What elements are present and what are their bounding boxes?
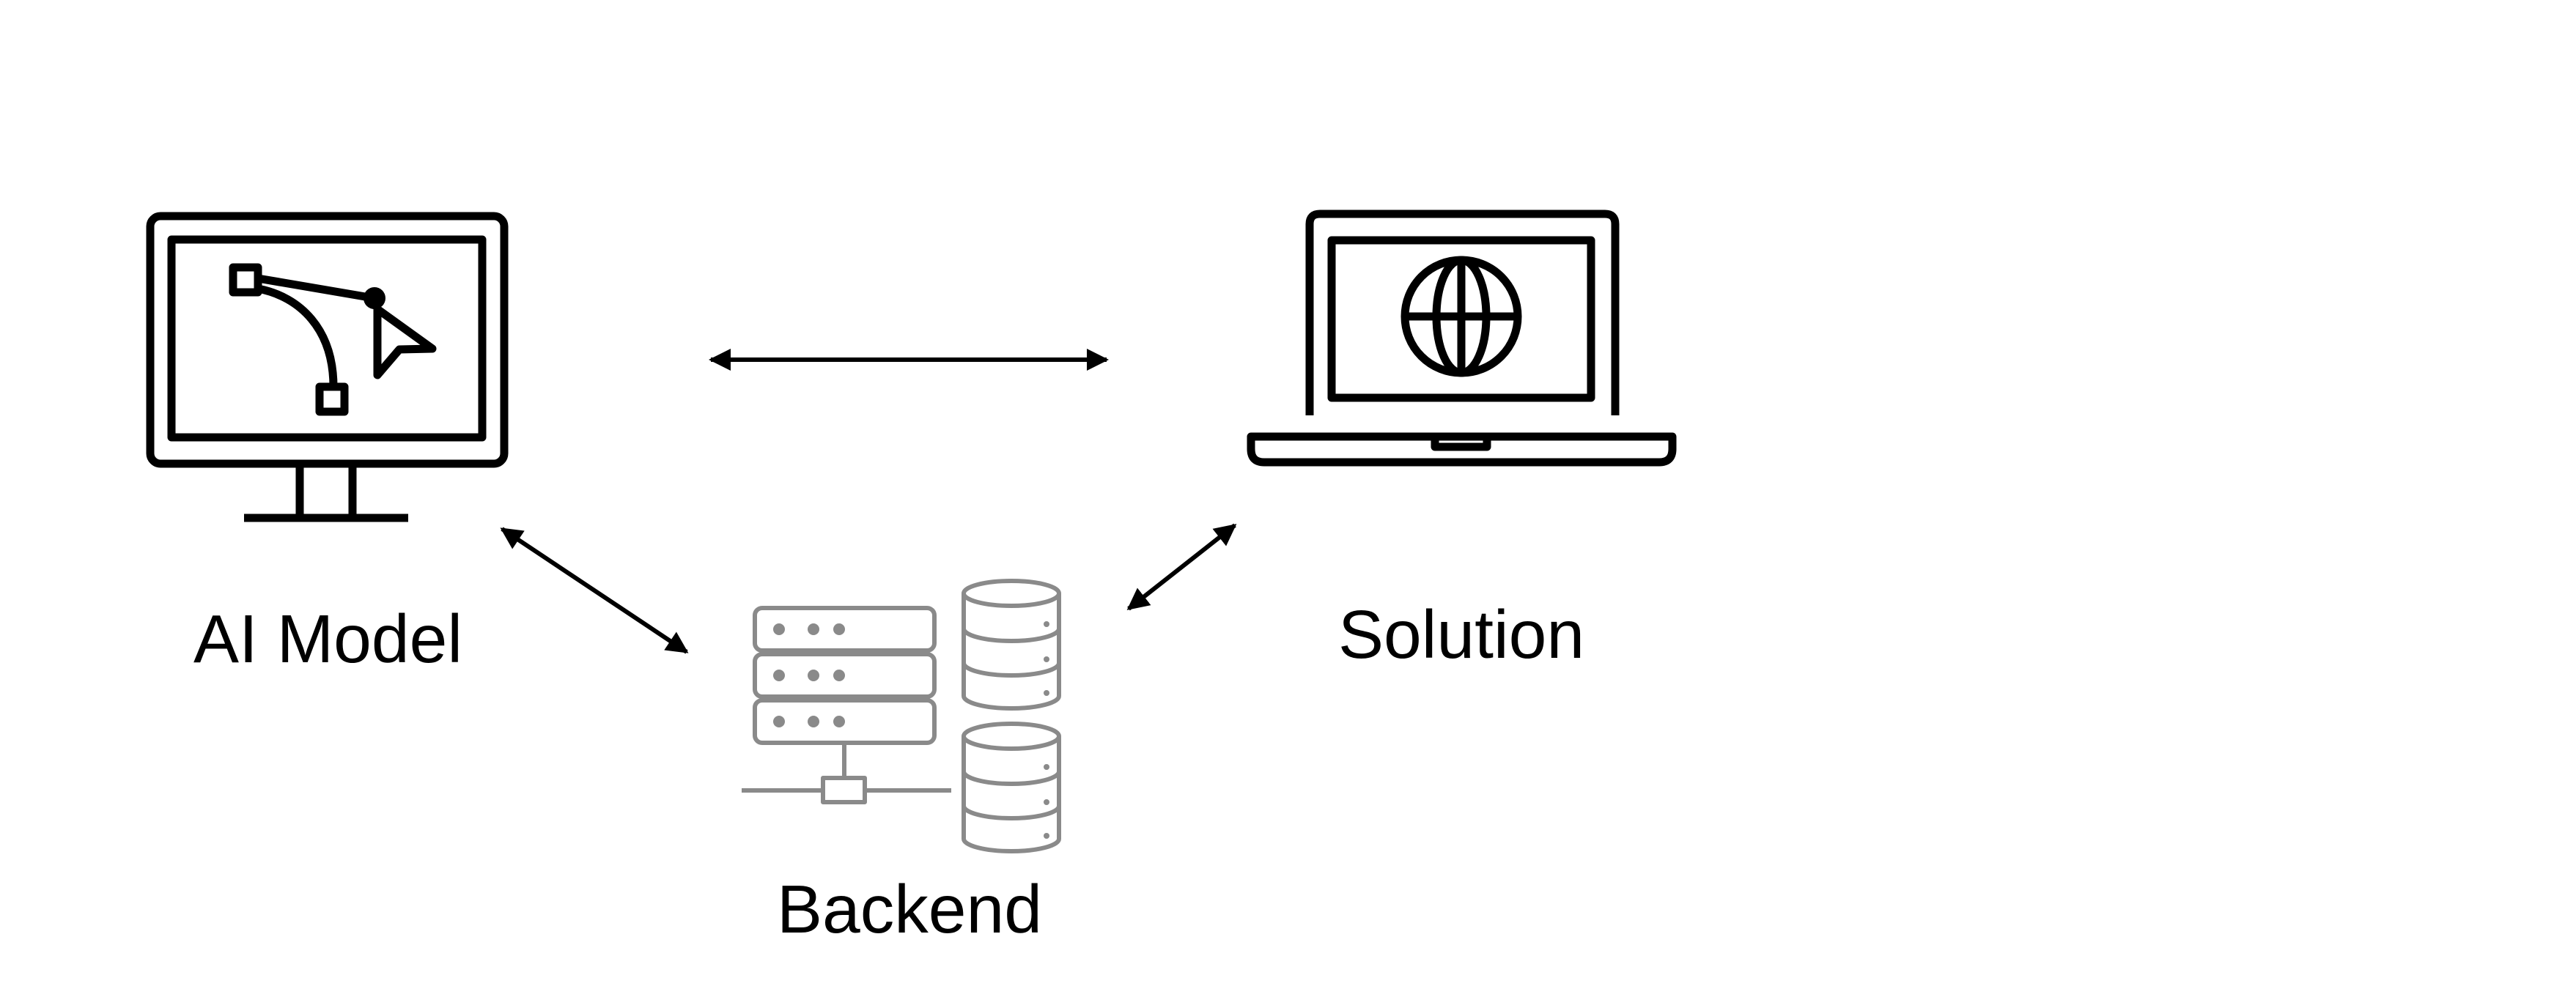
network-switch [821,776,867,804]
laptop-base [1247,432,1677,467]
solution-label: Solution [1338,596,1585,672]
server-status-dots [773,623,845,727]
database-top-icon [962,579,1061,711]
database-bottom-icon [962,722,1061,853]
monitor-outer-frame [146,212,509,468]
bezier-curve [254,284,338,391]
edge-ai-model-backend [500,527,689,654]
server-unit-1 [753,606,937,653]
bezier-handle-point [363,287,385,309]
monitor-screen [167,235,487,442]
bezier-handle-line [254,274,378,303]
monitor-with-bezier-pen-tool-icon [146,212,509,522]
ai-model-label: AI Model [193,601,463,677]
server-stack-with-databases-icon [742,579,1061,853]
server-unit-2 [753,652,937,699]
laptop-with-globe-icon [1247,210,1677,467]
backend-label: Backend [777,871,1042,947]
cursor-arrow-icon [373,305,437,379]
laptop-lid [1305,210,1620,415]
laptop-screen [1327,236,1595,402]
laptop-trackpad-notch [1431,437,1491,451]
edge-solution-backend [1126,523,1237,611]
